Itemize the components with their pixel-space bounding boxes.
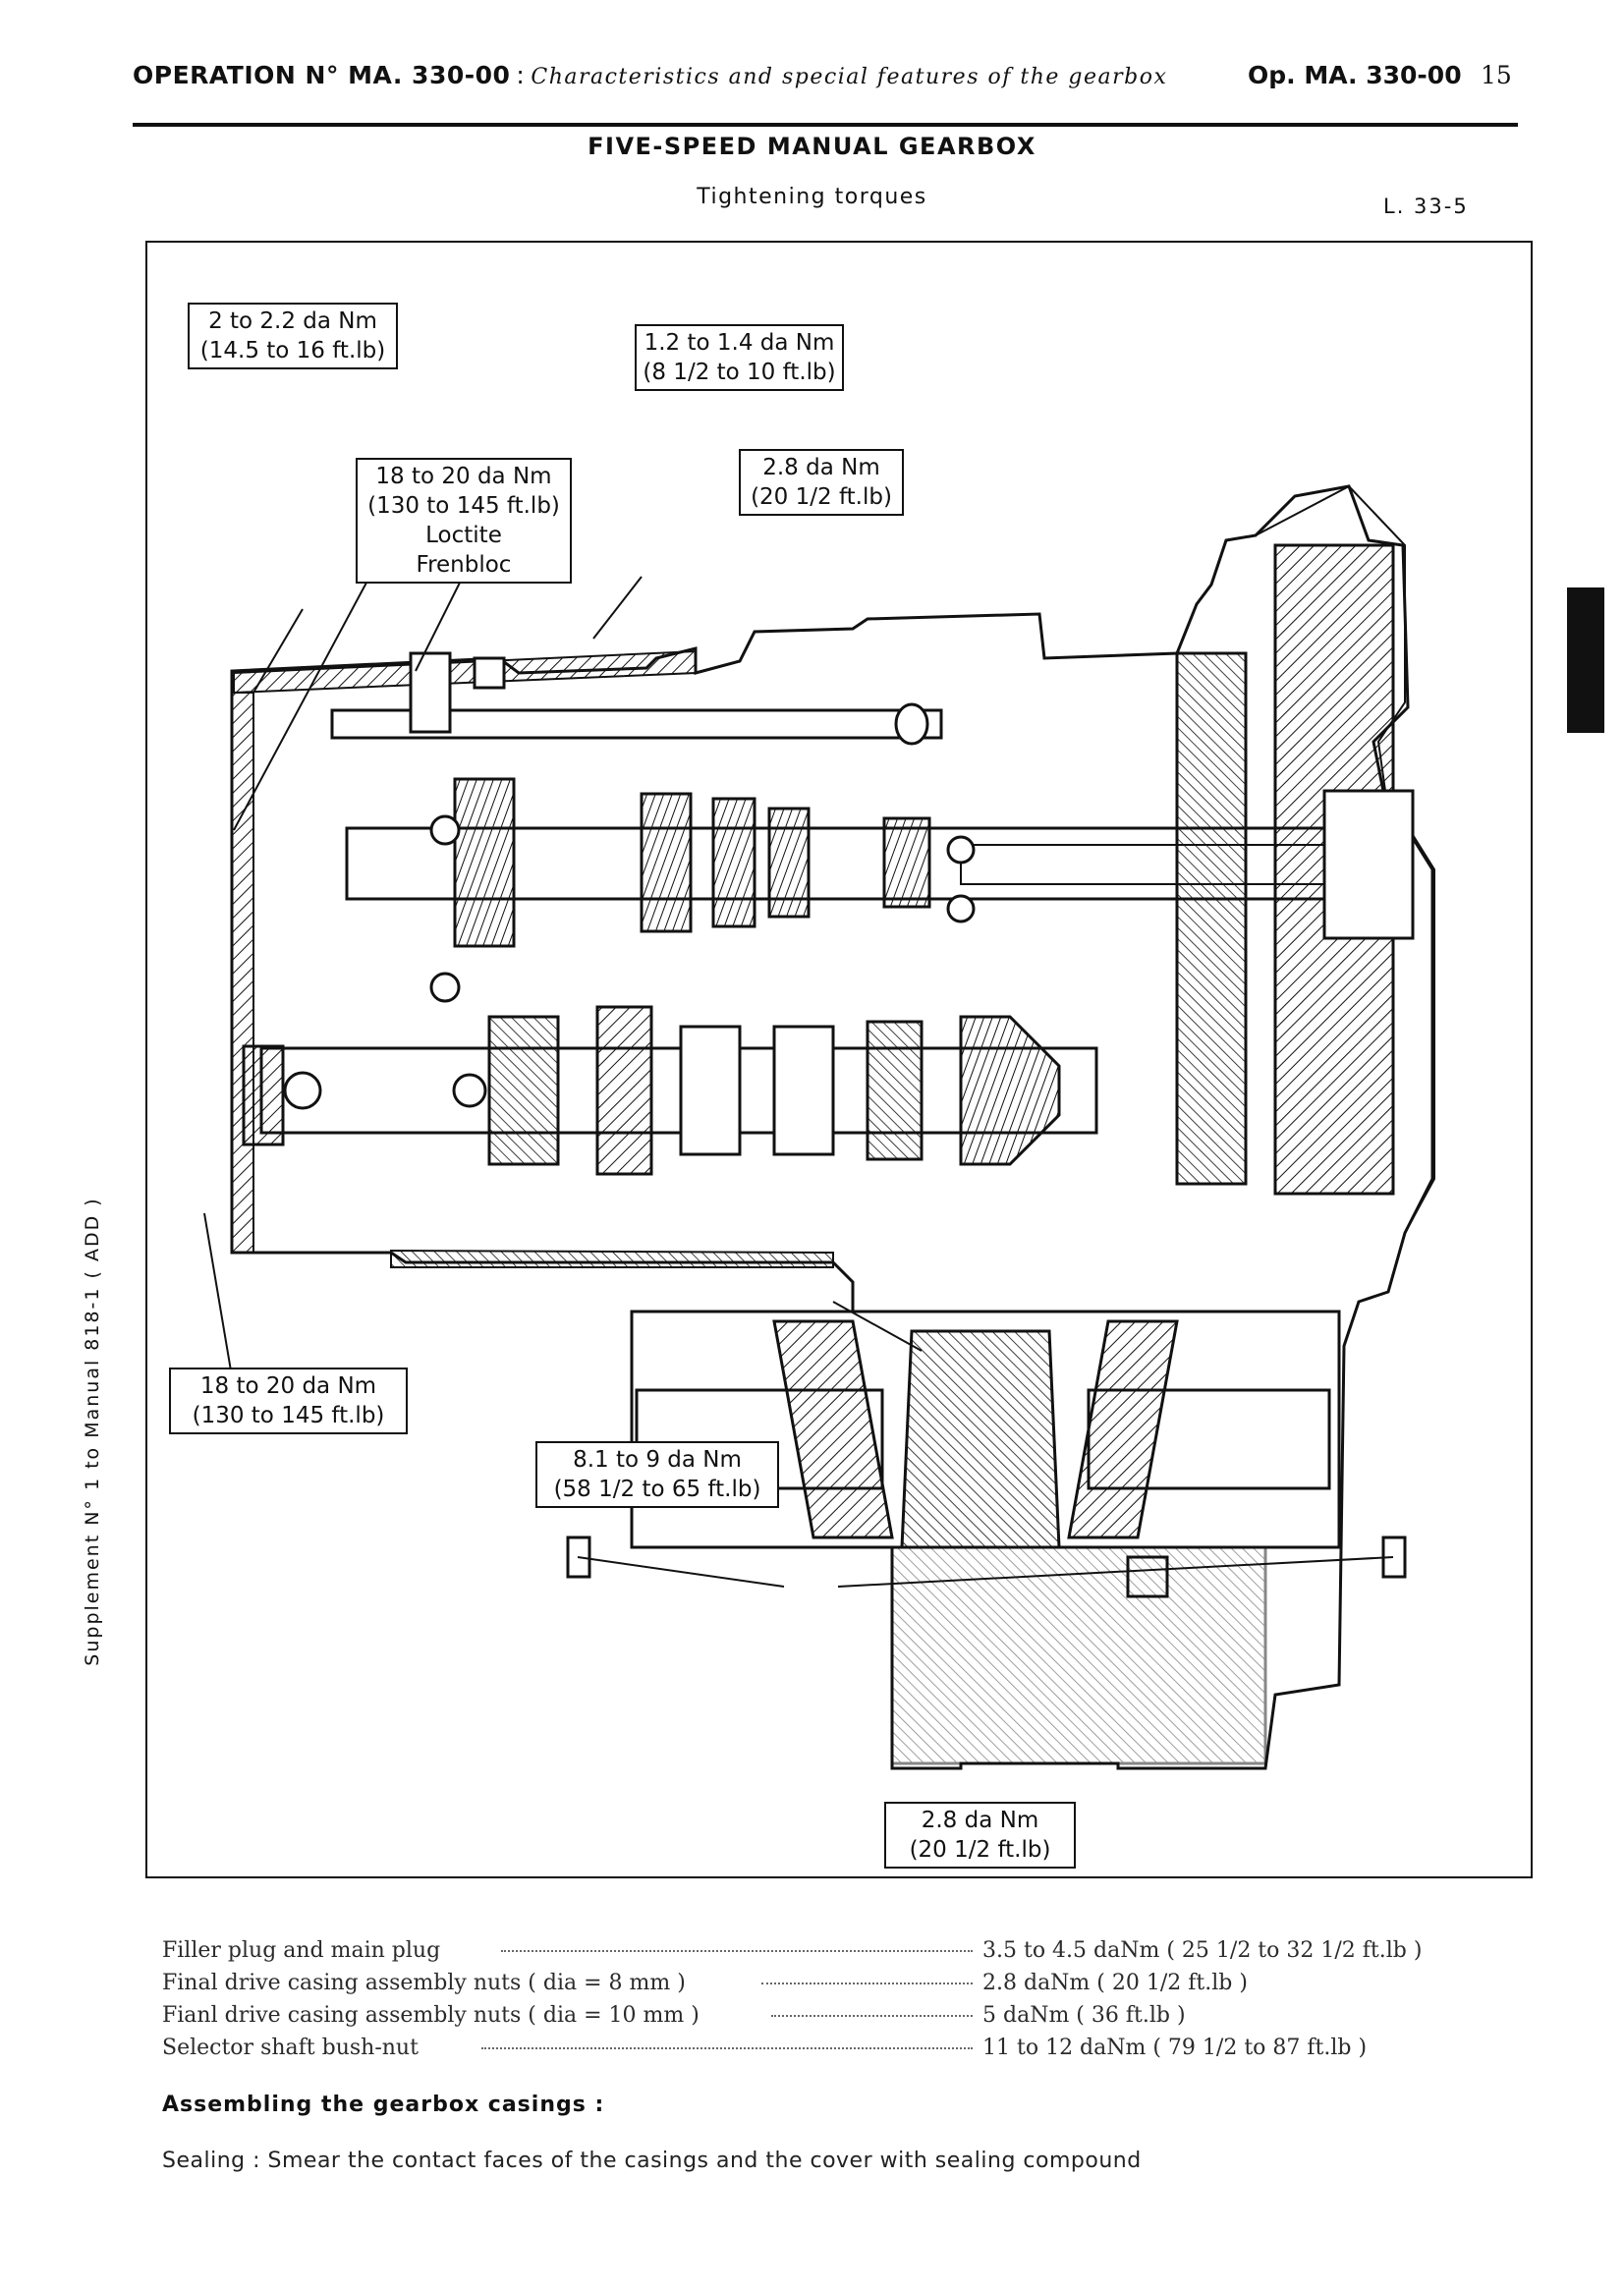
output-gear-4: [772, 1025, 835, 1156]
spec-row: Selector shaft bush-nut 11 to 12 daNm ( …: [162, 2036, 1518, 2067]
bearing-left-bottom: [429, 972, 461, 1003]
spec-value: 3.5 to 4.5 daNm ( 25 1/2 to 32 1/2 ft.lb…: [982, 1938, 1423, 1963]
bearing-left-top: [429, 814, 461, 846]
torque-callout-5: 18 to 20 da Nm (130 to 145 ft.lb): [169, 1368, 408, 1434]
gear-2: [640, 792, 693, 933]
casing-top-wall: [233, 649, 697, 695]
figure-ref: L. 33-5: [1383, 195, 1469, 218]
casing-bottom-wall: [390, 1249, 834, 1268]
spec-value: 11 to 12 daNm ( 79 1/2 to 87 ft.lb ): [982, 2036, 1368, 2060]
section-heading: Assembling the gearbox casings :: [162, 2093, 605, 2117]
gear-5: [882, 816, 931, 909]
callout-3-line-1: 18 to 20 da Nm: [375, 464, 552, 489]
selector-shaft-end: [894, 702, 929, 746]
callout-4-line-1: 2.8 da Nm: [762, 455, 880, 480]
page-title: FIVE-SPEED MANUAL GEARBOX: [588, 133, 1036, 160]
page-number: 15: [1481, 61, 1512, 89]
callout-3-line-3: Loctite: [425, 523, 502, 548]
spec-row: Fianl drive casing assembly nuts ( dia =…: [162, 2003, 1518, 2035]
leader-line-8: [837, 1556, 1394, 1588]
header-separator: :: [516, 61, 526, 89]
callout-6-line-1: 8.1 to 9 da Nm: [573, 1447, 742, 1473]
gearbox-cross-section-diagram: [203, 484, 1435, 1770]
spec-value: 2.8 daNm ( 20 1/2 ft.lb ): [982, 1971, 1248, 1995]
callout-2-line-1: 1.2 to 1.4 da Nm: [644, 330, 835, 356]
torque-callout-7: 2.8 da Nm (20 1/2 ft.lb): [884, 1802, 1076, 1869]
page-header: OPERATION N° MA. 330-00:Characteristics …: [133, 61, 1518, 100]
page-tab-marker: [1567, 587, 1604, 733]
leader-line-6: [832, 1301, 923, 1352]
leader-line-4: [592, 576, 643, 640]
spec-row: Filler plug and main plug 3.5 to 4.5 daN…: [162, 1938, 1518, 1970]
callout-5-line-2: (130 to 145 ft.lb): [192, 1403, 385, 1428]
sealing-paragraph: Sealing : Smear the contact faces of the…: [162, 2149, 1142, 2173]
spec-label: Filler plug and main plug: [162, 1938, 441, 1963]
torque-callout-4: 2.8 da Nm (20 1/2 ft.lb): [739, 449, 904, 516]
differential-bearing-left: [772, 1319, 894, 1539]
side-supplement-text: Supplement N° 1 to Manual 818-1 ( ADD ): [82, 1197, 103, 1666]
filler-plug: [473, 656, 506, 690]
callout-1-line-2: (14.5 to 16 ft.lb): [199, 338, 386, 363]
callout-2-line-2: (8 1/2 to 10 ft.lb): [643, 360, 836, 385]
spec-row: Final drive casing assembly nuts ( dia =…: [162, 1971, 1518, 2002]
figure-frame: [145, 241, 1533, 1878]
gear-3: [711, 797, 756, 928]
spec-leader-dots: [481, 2047, 973, 2049]
crown-wheel: [900, 1329, 1061, 1549]
crankshaft-flange: [1322, 789, 1415, 940]
page-subtitle: Tightening torques: [697, 185, 927, 209]
header-left: OPERATION N° MA. 330-00:Characteristics …: [133, 61, 1167, 89]
spec-label: Final drive casing assembly nuts ( dia =…: [162, 1971, 686, 1995]
gear-1: [453, 777, 516, 948]
callout-6-line-2: (58 1/2 to 65 ft.lb): [553, 1477, 761, 1502]
output-gear-1: [487, 1015, 560, 1166]
clutch-plate: [1175, 651, 1248, 1186]
bearing-output-left: [283, 1071, 322, 1110]
callout-3-line-2: (130 to 145 ft.lb): [367, 493, 560, 519]
end-cover-nut: [242, 1044, 285, 1146]
casing-left-wall: [231, 692, 254, 1254]
operation-number: OPERATION N° MA. 330-00: [133, 61, 511, 89]
leader-line-7: [577, 1556, 785, 1588]
output-gear-3: [679, 1025, 742, 1156]
spec-leader-dots: [761, 1983, 973, 1984]
breather-plug: [409, 651, 452, 734]
gear-4: [767, 807, 811, 919]
spec-leader-dots: [771, 2015, 973, 2017]
bearing-mid-bottom: [946, 894, 976, 923]
spec-label: Fianl drive casing assembly nuts ( dia =…: [162, 2003, 700, 2028]
output-gear-5: [866, 1020, 924, 1161]
bearing-output-mid: [452, 1073, 487, 1108]
leader-line-3: [233, 582, 367, 831]
callout-7-line-1: 2.8 da Nm: [921, 1808, 1039, 1833]
output-gear-2: [595, 1005, 653, 1176]
callout-3-line-4: Frenbloc: [416, 552, 512, 578]
callout-1-line-1: 2 to 2.2 da Nm: [208, 308, 377, 334]
torque-callout-6: 8.1 to 9 da Nm (58 1/2 to 65 ft.lb): [535, 1441, 779, 1508]
operation-ref: Op. MA. 330-00: [1248, 61, 1462, 89]
callout-5-line-1: 18 to 20 da Nm: [199, 1373, 377, 1399]
torque-callout-2: 1.2 to 1.4 da Nm (8 1/2 to 10 ft.lb): [635, 324, 844, 391]
pinion-gear: [959, 1015, 1061, 1166]
spec-leader-dots: [501, 1950, 973, 1952]
torque-callout-1: 2 to 2.2 da Nm (14.5 to 16 ft.lb): [188, 303, 398, 369]
callout-7-line-2: (20 1/2 ft.lb): [909, 1837, 1051, 1863]
spec-label: Selector shaft bush-nut: [162, 2036, 419, 2060]
spec-value: 5 daNm ( 36 ft.lb ): [982, 2003, 1186, 2028]
bearing-mid-top: [946, 835, 976, 865]
output-shaft: [259, 1046, 1098, 1135]
header-subtitle: Characteristics and special features of …: [531, 65, 1168, 89]
leader-line-1: [252, 608, 304, 694]
differential-bearing-right: [1067, 1319, 1179, 1539]
callout-4-line-2: (20 1/2 ft.lb): [751, 484, 892, 510]
final-drive-cover: [890, 1545, 1267, 1765]
header-rule: [133, 123, 1518, 127]
torque-callout-3: 18 to 20 da Nm (130 to 145 ft.lb) Loctit…: [356, 458, 572, 584]
